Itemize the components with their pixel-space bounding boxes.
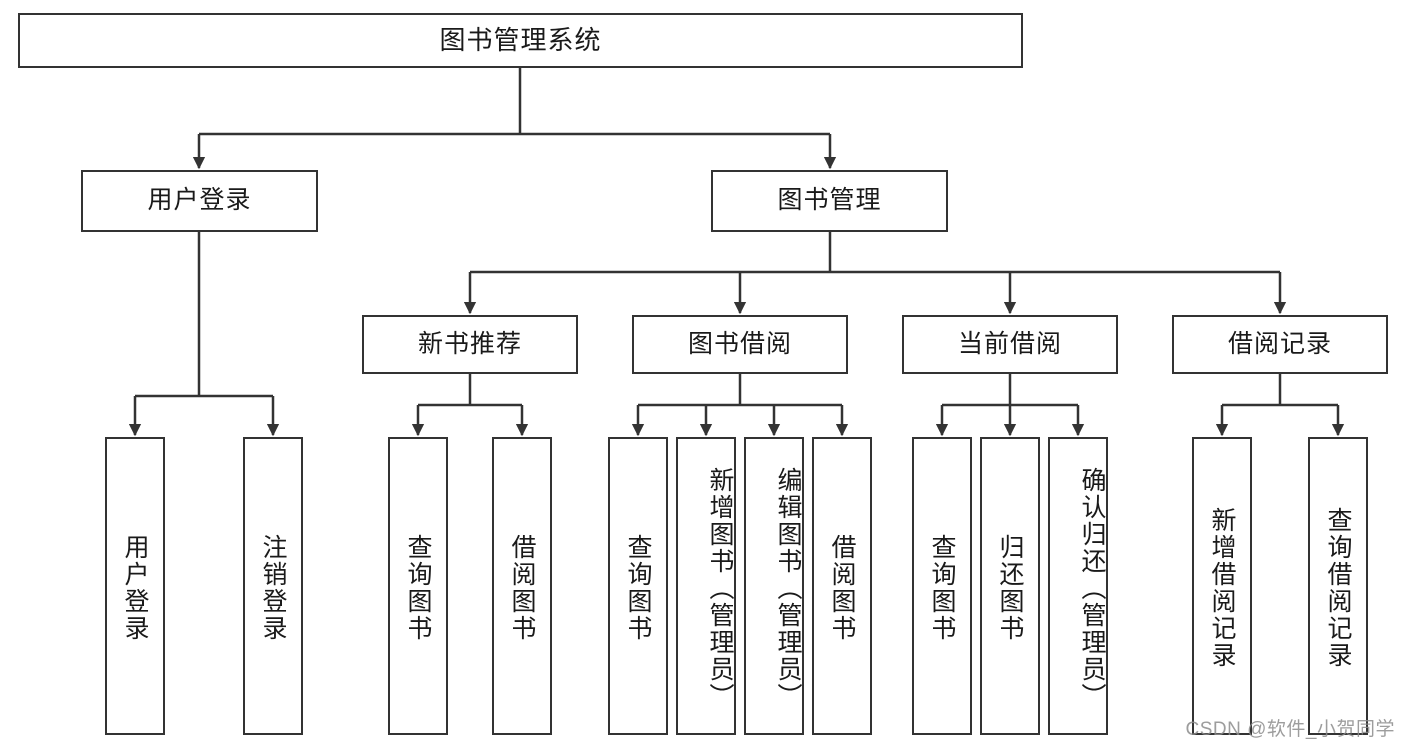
node-root-system[interactable]: 图书管理系统 (18, 13, 1023, 68)
node-leaf-borrow-add-book[interactable]: 新增图书（管理员） (676, 437, 736, 735)
node-label: 用户登录 (121, 534, 149, 642)
node-label: 图书管理 (777, 186, 882, 215)
node-leaf-current-confirm-return[interactable]: 确认归还（管理员） (1048, 437, 1108, 735)
node-label: 查询图书 (624, 534, 652, 642)
node-leaf-borrow-edit-book[interactable]: 编辑图书（管理员） (744, 437, 804, 735)
node-label: 图书管理系统 (439, 25, 602, 56)
node-leaf-user-login-signout[interactable]: 注销登录 (243, 437, 303, 735)
node-leaf-new-book-query[interactable]: 查询图书 (388, 437, 448, 735)
node-leaf-record-query[interactable]: 查询借阅记录 (1308, 437, 1368, 735)
node-leaf-current-query-book[interactable]: 查询图书 (912, 437, 972, 735)
node-leaf-record-add[interactable]: 新增借阅记录 (1192, 437, 1252, 735)
node-label: 编辑图书（管理员） (774, 466, 802, 710)
node-book-management[interactable]: 图书管理 (711, 170, 948, 232)
node-label: 归还图书 (996, 534, 1024, 642)
node-label: 图书借阅 (687, 329, 792, 358)
node-label: 查询图书 (928, 534, 956, 642)
node-label: 用户登录 (147, 186, 252, 215)
node-label: 借阅图书 (828, 534, 856, 642)
node-label: 借阅记录 (1227, 329, 1332, 358)
node-new-book-recommend[interactable]: 新书推荐 (362, 315, 578, 374)
node-leaf-user-login-signin[interactable]: 用户登录 (105, 437, 165, 735)
node-borrow-record[interactable]: 借阅记录 (1172, 315, 1388, 374)
node-current-borrow[interactable]: 当前借阅 (902, 315, 1118, 374)
node-book-borrow[interactable]: 图书借阅 (632, 315, 848, 374)
node-leaf-new-book-borrow[interactable]: 借阅图书 (492, 437, 552, 735)
node-label: 借阅图书 (508, 534, 536, 642)
node-label: 新增借阅记录 (1208, 507, 1236, 669)
node-user-login[interactable]: 用户登录 (81, 170, 318, 232)
node-leaf-borrow-borrow-book[interactable]: 借阅图书 (812, 437, 872, 735)
node-label: 新增图书（管理员） (706, 466, 734, 710)
node-label: 注销登录 (259, 534, 287, 642)
node-label: 当前借阅 (957, 329, 1062, 358)
node-label: 查询图书 (404, 534, 432, 642)
node-label: 确认归还（管理员） (1078, 466, 1106, 710)
node-label: 查询借阅记录 (1324, 507, 1352, 669)
node-leaf-current-return-book[interactable]: 归还图书 (980, 437, 1040, 735)
node-leaf-borrow-query-book[interactable]: 查询图书 (608, 437, 668, 735)
node-label: 新书推荐 (417, 329, 522, 358)
